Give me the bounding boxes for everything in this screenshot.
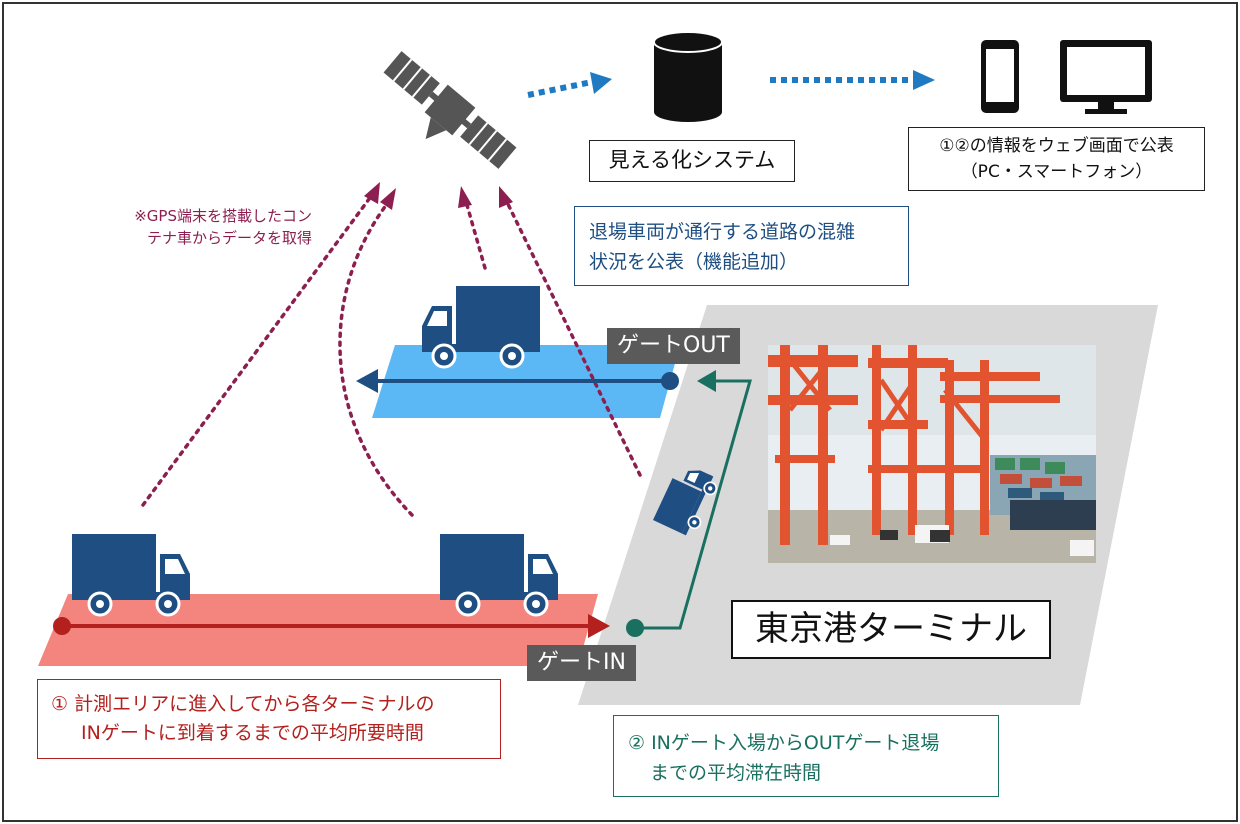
measure2-label: ② INゲート入場からOUTゲート退場 までの平均滞在時間 (613, 715, 999, 797)
measure2-line1: ② INゲート入場からOUTゲート退場 (628, 732, 940, 754)
smartphone-icon (981, 40, 1019, 113)
congestion-label: 退場車両が通行する道路の混雑 状況を公表（機能追加） (574, 206, 909, 286)
gate-in-label: ゲートIN (527, 645, 636, 681)
visualization-system-label: 見える化システム (589, 140, 795, 182)
in-route-start (53, 617, 71, 635)
out-route-start (661, 372, 679, 390)
satellite-icon (383, 51, 517, 169)
gps-arrowheads (364, 182, 513, 210)
terminal-path (635, 379, 752, 630)
web-publish-line1: ①②の情報をウェブ画面で公表 (939, 136, 1174, 156)
congestion-line2: 状況を公表（機能追加） (589, 251, 799, 273)
terminal-name-label: 東京港ターミナル (731, 600, 1051, 659)
congestion-line1: 退場車両が通行する道路の混雑 (589, 221, 856, 243)
gate-in-point (626, 619, 644, 637)
satellite-to-system-arrow (527, 79, 593, 98)
terminal-photo (768, 345, 1096, 563)
measure1-label: ① 計測エリアに進入してから各ターミナルの INゲートに到着するまでの平均所要時… (37, 679, 501, 759)
arrowhead (913, 70, 935, 90)
gps-note-line1: ※GPS端末を搭載したコン (134, 207, 312, 225)
gps-note: ※GPS端末を搭載したコン テナ車からデータを取得 (62, 205, 312, 249)
measure1-line1: ① 計測エリアに進入してから各ターミナルの (51, 693, 435, 715)
arrowhead (356, 369, 378, 393)
in-road (38, 594, 598, 666)
measure2-line2: までの平均滞在時間 (650, 762, 822, 784)
arrowhead (588, 614, 610, 638)
gate-out-label: ゲートOUT (607, 328, 740, 364)
measure1-line2: INゲートに到着するまでの平均所要時間 (81, 722, 424, 744)
web-publish-label: ①②の情報をウェブ画面で公表 （PC・スマートフォン） (908, 127, 1205, 191)
gps-upload-arrows (141, 193, 642, 517)
gps-note-line2: テナ車からデータを取得 (146, 229, 312, 247)
database-icon (653, 31, 723, 122)
monitor-icon (1060, 40, 1152, 114)
arrowhead (590, 72, 612, 94)
web-publish-line2: （PC・スマートフォン） (960, 162, 1153, 182)
arrowhead (697, 370, 716, 392)
